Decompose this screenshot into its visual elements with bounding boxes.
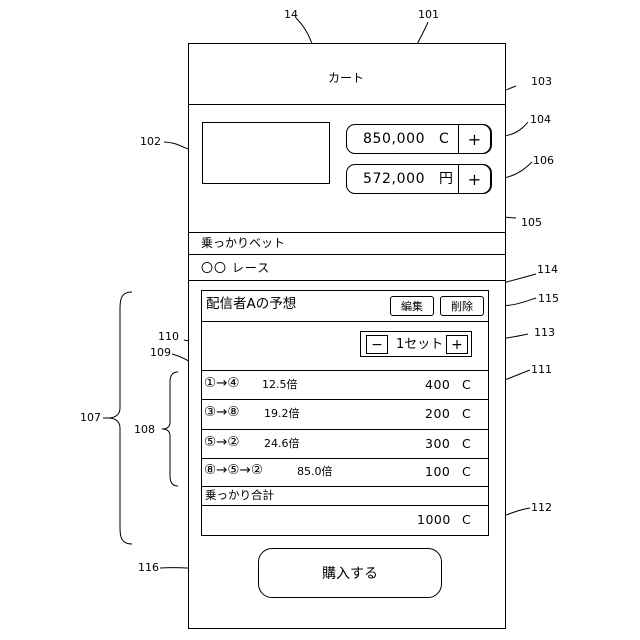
bet-amount: 200: [425, 408, 450, 421]
ref-112: 112: [531, 502, 552, 513]
ref-114: 114: [537, 264, 558, 275]
card-header-divider: [201, 321, 489, 322]
ref-111: 111: [531, 364, 552, 375]
rows-bottom-divider: [201, 486, 489, 487]
rows-top-divider: [201, 370, 489, 371]
bet-combination: ⑤→②: [204, 436, 240, 450]
ref-113: 113: [534, 327, 555, 338]
add-yen-button[interactable]: +: [458, 164, 491, 194]
purchase-button[interactable]: 購入する: [258, 548, 442, 598]
ref-116: 116: [138, 562, 159, 573]
ref-110: 110: [158, 331, 179, 342]
ref-107: 107: [80, 412, 101, 423]
delete-button[interactable]: 削除: [440, 296, 484, 316]
bet-combination: ③→⑧: [204, 406, 240, 420]
bet-unit: C: [462, 438, 471, 451]
row-divider: [201, 458, 489, 459]
ref-14: 14: [284, 9, 298, 20]
decrement-set-button[interactable]: −: [366, 335, 388, 354]
bet-odds: 12.5倍: [262, 379, 298, 390]
coin-unit: C: [439, 132, 449, 146]
ref-104: 104: [530, 114, 551, 125]
edit-button[interactable]: 編集: [390, 296, 434, 316]
add-coins-button[interactable]: +: [458, 124, 491, 154]
row-divider: [201, 429, 489, 430]
bet-unit: C: [462, 379, 471, 392]
ref-101: 101: [418, 9, 439, 20]
section-bottom-divider: [188, 254, 506, 255]
total-divider: [201, 505, 489, 506]
ref-103: 103: [531, 76, 552, 87]
bet-odds: 85.0倍: [297, 466, 333, 477]
bet-unit: C: [462, 466, 471, 479]
total-unit: C: [462, 514, 471, 527]
bet-amount: 400: [425, 379, 450, 392]
bet-combination: ①→④: [204, 377, 240, 391]
bracket-108: [162, 372, 178, 486]
yen-unit: 円: [439, 172, 453, 186]
ref-106: 106: [533, 155, 554, 166]
race-divider: [188, 280, 506, 281]
ref-102: 102: [140, 136, 161, 147]
coin-balance-value: 850,000: [363, 132, 425, 146]
card-title: 配信者Aの予想: [206, 298, 296, 312]
bet-amount: 300: [425, 438, 450, 451]
bet-unit: C: [462, 408, 471, 421]
purchase-button-label: 購入する: [322, 563, 378, 583]
image-area: [202, 122, 330, 184]
section-label: 乗っかりベット: [201, 237, 285, 249]
leader-14: [296, 18, 312, 44]
yen-balance-value: 572,000: [363, 172, 425, 186]
total-amount: 1000: [417, 514, 451, 527]
bet-odds: 19.2倍: [264, 408, 300, 419]
section-top-divider: [188, 232, 506, 233]
bet-odds: 24.6倍: [264, 438, 300, 449]
page-title: カート: [328, 72, 364, 84]
title-divider: [188, 104, 506, 105]
ref-115: 115: [538, 293, 559, 304]
ref-109: 109: [150, 347, 171, 358]
set-count: 1セット: [396, 338, 443, 351]
bet-combination: ⑧→⑤→②: [204, 464, 263, 478]
increment-set-button[interactable]: +: [446, 335, 468, 354]
row-divider: [201, 399, 489, 400]
bracket-107: [108, 292, 132, 544]
total-label: 乗っかり合計: [205, 490, 274, 502]
race-name: 〇〇 レース: [201, 262, 270, 274]
ref-105: 105: [521, 217, 542, 228]
bet-amount: 100: [425, 466, 450, 479]
ref-108: 108: [134, 424, 155, 435]
